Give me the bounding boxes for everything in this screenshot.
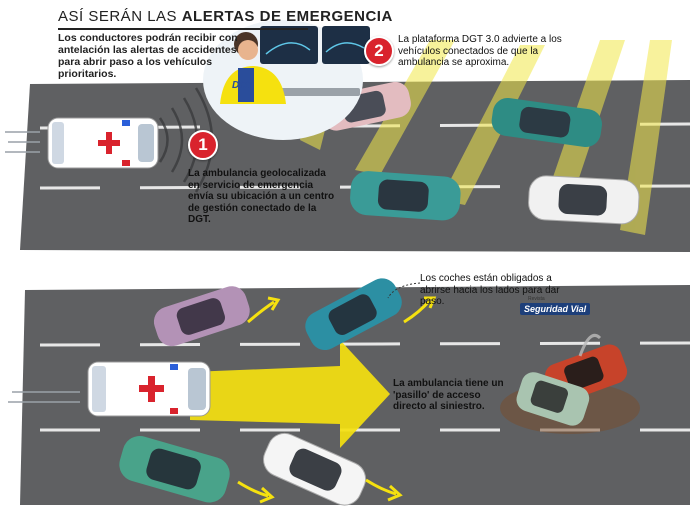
operator-vest-label: DGT	[232, 80, 254, 91]
ambulance-top	[47, 117, 159, 169]
page-title: ASÍ SERÁN LAS ALERTAS DE EMERGENCIA	[58, 8, 393, 25]
direction-arrows	[237, 296, 437, 504]
intro-text: Los conductores podrán recibir con antel…	[58, 32, 238, 80]
crash-scene	[500, 333, 640, 434]
ambulance-bottom	[87, 361, 211, 417]
car-teal-top-right	[491, 97, 602, 147]
dgt-operator-illustration	[203, 20, 370, 140]
corridor-arrow	[190, 340, 390, 448]
speed-lines	[5, 131, 80, 403]
step-1-text: La ambulancia geolocalizada en servicio …	[188, 168, 335, 225]
car-purple-bottom	[153, 286, 250, 347]
car-white-bottom	[263, 432, 367, 506]
step-1-badge: 1	[188, 130, 218, 160]
car-white-mid	[528, 175, 640, 225]
annotation-pointer	[387, 282, 421, 299]
step-2-badge: 2	[364, 36, 394, 66]
car-teal-mid	[350, 171, 461, 221]
car-green-bottom	[119, 436, 230, 503]
car-teal-bottom	[305, 278, 402, 351]
seguridad-vial-logo: Seguridad Vial	[520, 303, 591, 315]
corridor-annotation: La ambulancia tiene un 'pasillo' de acce…	[393, 378, 504, 412]
logo-small-text: Revista	[528, 296, 545, 302]
step-2-text: La plataforma DGT 3.0 advierte a los veh…	[398, 34, 562, 68]
cars-open-annotation: Los coches están obligados a abrirse hac…	[420, 273, 560, 307]
title-divider	[58, 28, 308, 30]
